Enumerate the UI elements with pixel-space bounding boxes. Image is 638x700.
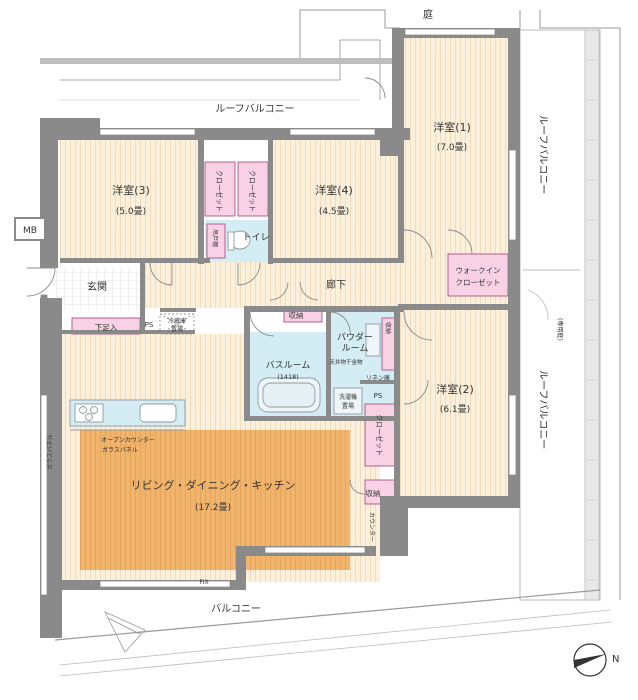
linen-label-vertical: 収納 xyxy=(384,322,392,334)
roof-balcony-right-label-2: ルーフバルコニー xyxy=(537,370,549,449)
room4-closet-label: クローゼット xyxy=(248,170,257,212)
room2-closet-label: クローゼット xyxy=(375,414,384,456)
toilet-label: トイレ xyxy=(242,233,269,243)
toilet-storage-label: 吊戸棚 xyxy=(211,229,219,247)
walkin-closet xyxy=(447,253,509,297)
washbasin xyxy=(365,323,381,357)
bathroom-label: バスルーム xyxy=(266,360,311,371)
wall-closets-room4 xyxy=(268,140,273,264)
room3-closet-label: クローゼット xyxy=(215,170,224,212)
ldk-name: リビング・ダイニング・キッチン xyxy=(131,478,296,492)
corridor-storage-label: 収納 xyxy=(289,310,304,320)
wall-right xyxy=(508,28,520,508)
wall-room2-left xyxy=(394,306,400,502)
room2-closet xyxy=(364,403,396,467)
room4-floor xyxy=(270,140,400,260)
room4-size: (4.5畳) xyxy=(319,206,349,217)
wall-left-upper xyxy=(40,118,58,268)
entrance-label: 玄関 xyxy=(87,280,107,293)
svg-text:N: N xyxy=(612,654,619,665)
fridge-label-2: 置場 xyxy=(171,325,183,333)
wall-top-closets xyxy=(200,128,280,140)
counter-label: カウンター xyxy=(368,512,376,542)
room2-size: (6.1畳) xyxy=(440,404,470,415)
fridge-label-1: 冷蔵庫 xyxy=(168,317,186,325)
fixtures xyxy=(69,230,381,431)
mb-box xyxy=(14,217,46,241)
balcony-label: バルコニー xyxy=(211,603,261,615)
room3-name: 洋室(3) xyxy=(112,183,150,197)
walkin-closet-label-1: ウォークイン xyxy=(456,266,501,275)
powder-room-label-2: ルーム xyxy=(342,343,369,354)
corridor-label: 廊下 xyxy=(326,278,346,291)
room3-floor xyxy=(60,140,200,260)
powder-room-label-1: パウダー xyxy=(337,331,373,343)
room2-floor xyxy=(400,310,510,500)
wall-room1-room2 xyxy=(398,304,510,310)
open-counter-label: オープンカウンター xyxy=(101,436,155,444)
wall-bath-left xyxy=(244,306,250,420)
ldk-size: (17.2畳) xyxy=(195,502,231,513)
wall-room1-left xyxy=(392,28,404,156)
sunken-side-label: (専用庭) xyxy=(556,318,564,341)
room3-closet xyxy=(204,161,236,217)
bathroom-size: (1418) xyxy=(277,373,299,381)
roof-balcony-top-parapet xyxy=(40,58,400,64)
ps-label-right: PS xyxy=(374,392,383,400)
mb-label: MB xyxy=(23,226,37,236)
ceiling-dryer-label: 天井物干金物 xyxy=(329,358,363,366)
room2-name: 洋室(2) xyxy=(436,382,474,396)
room4-closet xyxy=(237,161,269,217)
room3-size: (5.0畳) xyxy=(116,206,146,217)
fix-label: FIX xyxy=(199,579,208,586)
aircon-unit xyxy=(104,611,146,653)
roof-balcony-top-label: ルーフバルコニー xyxy=(215,103,294,115)
wall-corridor-bottom xyxy=(244,306,404,312)
walkin-closet-label-2: クローゼット xyxy=(456,277,501,287)
wall-room1-left-inner xyxy=(398,150,404,258)
wall-ps-top xyxy=(360,380,396,384)
toilet-storage xyxy=(206,223,226,259)
washer-label-2: 置場 xyxy=(342,402,354,410)
fridge-space xyxy=(159,313,195,335)
labels: 庭 ルーフバルコニー ルーフバルコニー ルーフバルコニー (専用庭) バルコニー… xyxy=(46,8,564,615)
ldk-rug xyxy=(80,430,350,570)
doors xyxy=(26,77,473,495)
wall-top-left xyxy=(40,118,100,140)
garden-label: 庭 xyxy=(423,8,433,21)
ps-label-left: PS xyxy=(145,321,154,329)
washer-space xyxy=(333,387,363,415)
corridor-floor xyxy=(145,262,445,308)
wall-bottom-right-block xyxy=(380,496,408,556)
wall-entrance-right xyxy=(140,262,145,332)
ldk-storage-label: 収納 xyxy=(366,488,381,498)
room4-name: 洋室(4) xyxy=(315,183,353,197)
wall-fridge-top xyxy=(160,308,196,312)
wall-bottom-step xyxy=(236,550,246,590)
wall-room4-bottom xyxy=(270,258,404,263)
windows xyxy=(40,28,517,596)
wall-entrance-bottom xyxy=(55,330,195,334)
wall-bath-bottom xyxy=(244,416,400,421)
wall-room2-bottom xyxy=(385,496,520,508)
shoe-box-label: 下足入 xyxy=(95,323,118,332)
wall-room3-room4 xyxy=(198,140,204,264)
north-compass-icon: N xyxy=(573,643,619,677)
glass-panel-label: ガラスパネル xyxy=(102,446,138,454)
roof-balcony-right-label-1: ルーフバルコニー xyxy=(537,115,549,194)
washer-label-1: 洗濯機 xyxy=(339,393,357,401)
linen-label: リネン庫 xyxy=(366,374,390,382)
wall-bath-powder xyxy=(326,310,331,420)
left-glass-label: ガラスパネル xyxy=(46,434,54,470)
room1-size: (7.0畳) xyxy=(437,142,467,153)
room1-name: 洋室(1) xyxy=(433,120,471,134)
entrance-tile xyxy=(55,268,145,310)
wall-room3-bottom xyxy=(60,258,210,263)
